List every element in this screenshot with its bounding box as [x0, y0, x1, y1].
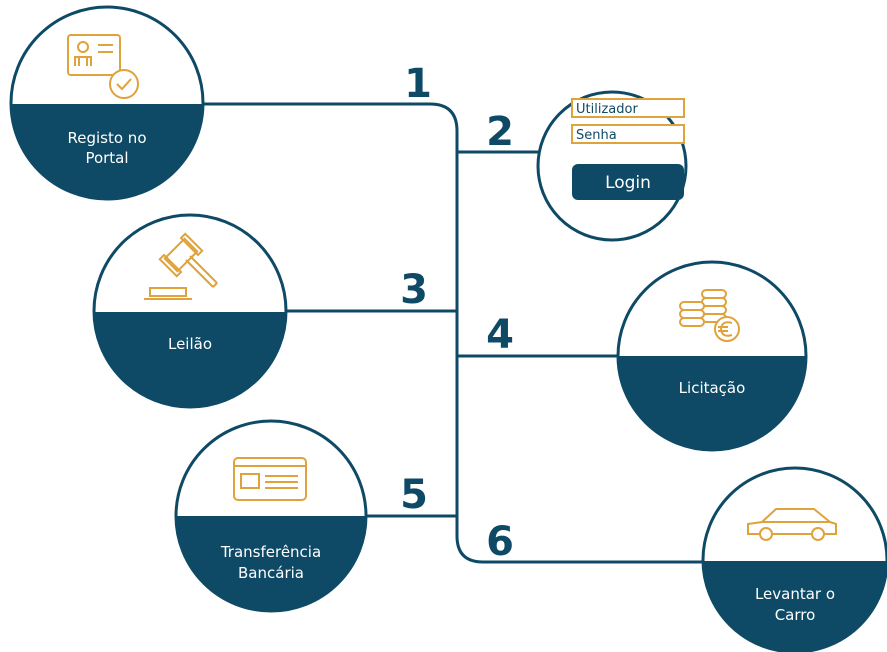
- coins-euro-icon: [679, 289, 740, 342]
- step-1-label-line-1: Registo no: [68, 129, 147, 147]
- step-6-label-line-1: Levantar o: [755, 585, 835, 603]
- username-field[interactable]: [571, 98, 685, 118]
- step-3-leilao: Leilão: [92, 213, 288, 409]
- password-field[interactable]: [571, 124, 685, 144]
- step-number-3: 3: [400, 267, 428, 313]
- step-number-2: 2: [486, 109, 514, 155]
- step-5-label-line-2: Bancária: [238, 564, 304, 582]
- step-1-label-line-2: Portal: [85, 149, 128, 167]
- step-1-registo: Registo no Portal: [9, 5, 205, 201]
- login-button[interactable]: [572, 164, 684, 200]
- step-number-1: 1: [404, 61, 432, 107]
- step-5-label-line-1: Transferência: [220, 543, 321, 561]
- connector-lines: [203, 102, 703, 564]
- login-button-label: Login: [605, 173, 651, 193]
- step-4-label: Licitação: [679, 379, 746, 397]
- bank-card-icon: [233, 457, 307, 501]
- step-2-login: Utilizador Senha Login: [536, 90, 688, 242]
- car-icon: [747, 508, 837, 541]
- step-4-licitacao: Licitação: [616, 260, 808, 452]
- step-number-4: 4: [486, 312, 514, 358]
- step-6-levantar: Levantar o Carro: [701, 466, 887, 652]
- username-placeholder: Utilizador: [576, 102, 638, 117]
- connector-trunk: [203, 102, 703, 564]
- id-card-check-icon: [67, 34, 139, 99]
- step-6-label-line-2: Carro: [775, 606, 816, 624]
- step-5-transferencia: Transferência Bancária: [174, 419, 368, 613]
- step-number-5: 5: [400, 472, 428, 518]
- step-number-6: 6: [486, 519, 514, 565]
- step-3-label: Leilão: [168, 335, 212, 353]
- password-placeholder: Senha: [576, 128, 617, 143]
- gavel-icon: [144, 232, 218, 300]
